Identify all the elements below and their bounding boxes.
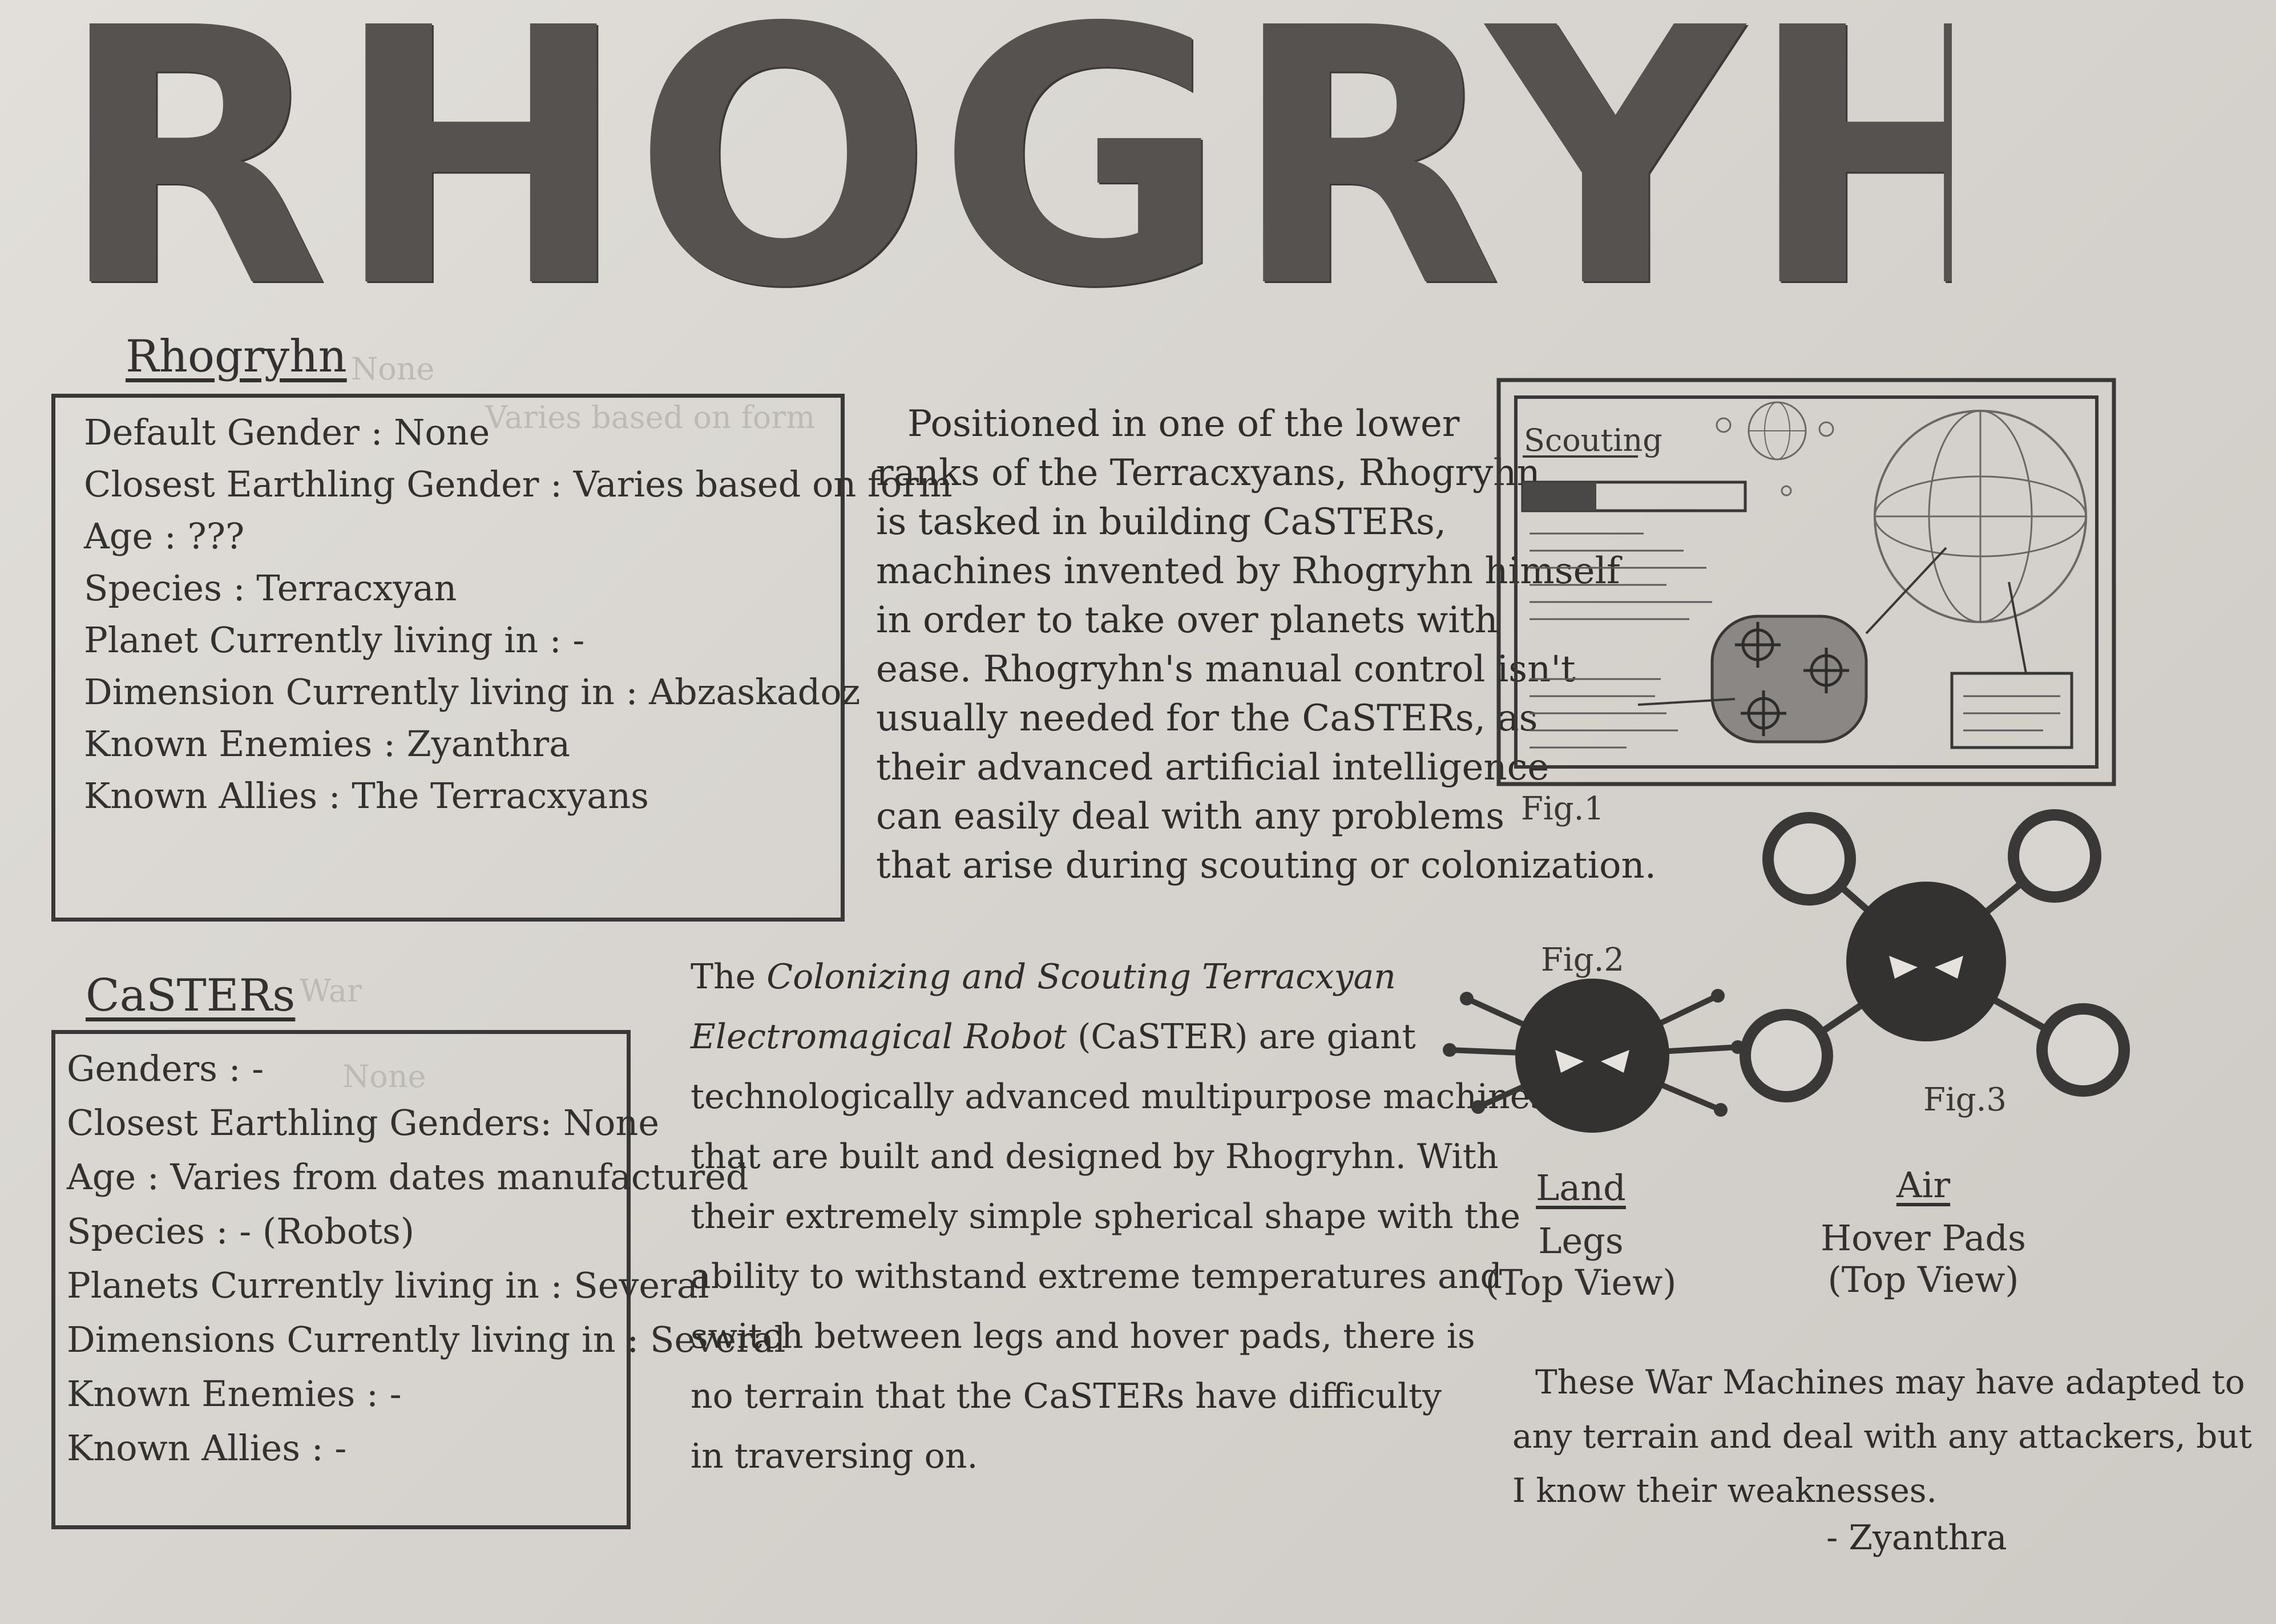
fig2-caption: Land Legs (Top View) — [1484, 1167, 1678, 1303]
fig2-label: Fig.2 — [1541, 942, 1625, 979]
paragraph-line: usually needed for the CaSTERs, as — [876, 697, 1538, 740]
casters-faint-note: War — [300, 973, 362, 1009]
info-row: Closest Earthling Genders: None — [67, 1102, 660, 1144]
caster-full-name: Colonizing and Scouting Terracxyan — [766, 957, 1396, 997]
paragraph-line: switch between legs and hover pads, ther… — [691, 1316, 1475, 1356]
paragraph-line: ranks of the Terracxyans, Rhogryhn — [876, 452, 1540, 494]
paragraph-line: that are built and designed by Rhogryhn.… — [691, 1137, 1499, 1177]
info-row: Dimensions Currently living in : Several — [67, 1319, 786, 1360]
info-row: Known Enemies : Zyanthra — [84, 723, 571, 765]
character-infobox: Default Gender : None Closest Earthling … — [51, 394, 953, 922]
info-row: Age : ??? — [84, 515, 245, 557]
fig2-caption-head: Land — [1536, 1167, 1626, 1209]
fig3-caption-head: Air — [1896, 1164, 1951, 1206]
paragraph-line: can easily deal with any problems — [876, 795, 1505, 838]
paragraph-line: that arise during scouting or colonizati… — [876, 845, 1657, 887]
fig3-air-robot — [1724, 805, 2134, 1124]
character-faint-note: None — [351, 351, 435, 387]
fig2-caption-line: Legs — [1538, 1220, 1624, 1262]
paragraph-line: Positioned in one of the lower — [907, 403, 1460, 445]
quote-line: These War Machines may have adapted to — [1535, 1363, 2245, 1401]
paragraph-line: machines invented by Rhogryhn himself — [876, 550, 1620, 592]
quote-author: - Zyanthra — [1826, 1518, 2007, 1558]
fig3-caption: Air Hover Pads (Top View) — [1809, 1164, 2037, 1300]
info-row: Known Allies : - — [67, 1427, 347, 1469]
paragraph-line: no terrain that the CaSTERs have difficu… — [691, 1376, 1442, 1416]
info-row: Default Gender : None — [84, 411, 490, 453]
fig3-label: Fig.3 — [1923, 1081, 2007, 1118]
intro-paragraph: Positioned in one of the lower ranks of … — [876, 399, 1656, 890]
info-row: Planet Currently living in : - — [84, 619, 585, 661]
scouting-screen-title: Scouting — [1524, 422, 1662, 458]
fig3-caption-line: (Top View) — [1827, 1259, 2019, 1300]
fig2-caption-line: (Top View) — [1485, 1262, 1677, 1303]
scouting-screen-drawing: Scouting — [1496, 378, 2116, 786]
info-row: Species : - (Robots) — [67, 1210, 415, 1252]
quote-line: I know their weaknesses. — [1512, 1471, 1937, 1510]
casters-heading: CaSTERs — [86, 970, 296, 1021]
caster-paragraph: The Colonizing and Scouting Terracxyan E… — [691, 947, 1548, 1486]
fig1-scouting-screen: Scouting — [1495, 377, 2117, 787]
paragraph-line: in order to take over planets with — [876, 599, 1498, 641]
paragraph-line: is tasked in building CaSTERs, — [876, 501, 1447, 543]
info-row: Age : Varies from dates manufactured — [67, 1156, 749, 1198]
info-row: Known Allies : The Terracxyans — [84, 775, 649, 817]
quote-line: any terrain and deal with any attackers,… — [1512, 1417, 2252, 1456]
caster-paragraph-first-rest: (CaSTER) are giant — [1077, 1017, 1416, 1057]
character-faint-note-2: Varies based on form — [485, 399, 816, 435]
caster-paragraph-lead: The — [691, 957, 756, 997]
scouting-progress-fill — [1523, 482, 1596, 511]
info-row: Species : Terracxyan — [84, 567, 457, 609]
paragraph-line: ease. Rhogryhn's manual control isn't — [876, 648, 1576, 690]
page-title: RHOGRYHN — [57, 11, 1952, 308]
zyanthra-quote: These War Machines may have adapted to a… — [1512, 1355, 2252, 1518]
casters-infobox: Genders : - Closest Earthling Genders: N… — [51, 1030, 786, 1529]
paragraph-line: ability to withstand extreme temperature… — [691, 1257, 1502, 1296]
info-row: Dimension Currently living in : Abzaskad… — [84, 671, 861, 713]
caster-full-name-2: Electromagical Robot — [691, 1017, 1067, 1057]
paragraph-line: their advanced artificial intelligence — [876, 746, 1549, 789]
casters-faint-note-2: None — [342, 1059, 426, 1094]
info-row: Genders : - — [67, 1048, 264, 1089]
info-row: Known Enemies : - — [67, 1373, 402, 1415]
paragraph-line: technologically advanced multipurpose ma… — [691, 1077, 1548, 1117]
air-robot-drawing — [1740, 809, 2130, 1102]
fig2-land-robot — [1438, 970, 1746, 1141]
paragraph-line: in traversing on. — [691, 1436, 978, 1476]
character-heading: Rhogryhn — [126, 331, 347, 382]
info-row: Closest Earthling Gender : Varies based … — [84, 463, 953, 505]
fig3-caption-line: Hover Pads — [1821, 1217, 2026, 1259]
info-row: Planets Currently living in : Several — [67, 1265, 709, 1306]
paragraph-line: their extremely simple spherical shape w… — [691, 1197, 1521, 1237]
land-robot-drawing — [1443, 979, 1745, 1133]
fig1-label: Fig.1 — [1521, 790, 1605, 827]
